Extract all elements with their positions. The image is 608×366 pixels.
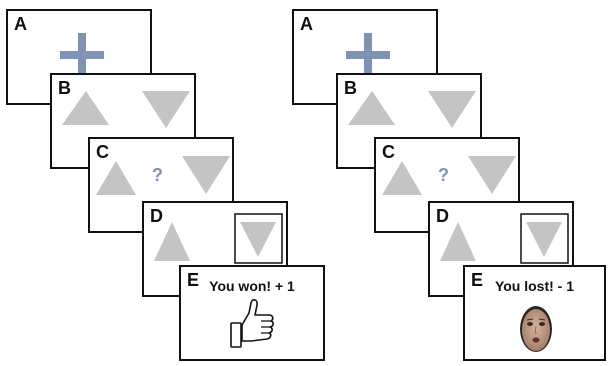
- triangle-up-icon: [348, 91, 395, 125]
- triangle-up-icon: [440, 222, 476, 261]
- panel-e-outcome: E You lost! - 1: [463, 265, 606, 361]
- triangle-down-icon: [468, 156, 516, 194]
- sad-face-photo-icon: [465, 267, 608, 363]
- question-mark: ?: [438, 165, 449, 186]
- triangle-down-icon: [526, 222, 562, 257]
- triangle-down-icon: [428, 91, 476, 128]
- triangle-up-icon: [382, 161, 422, 195]
